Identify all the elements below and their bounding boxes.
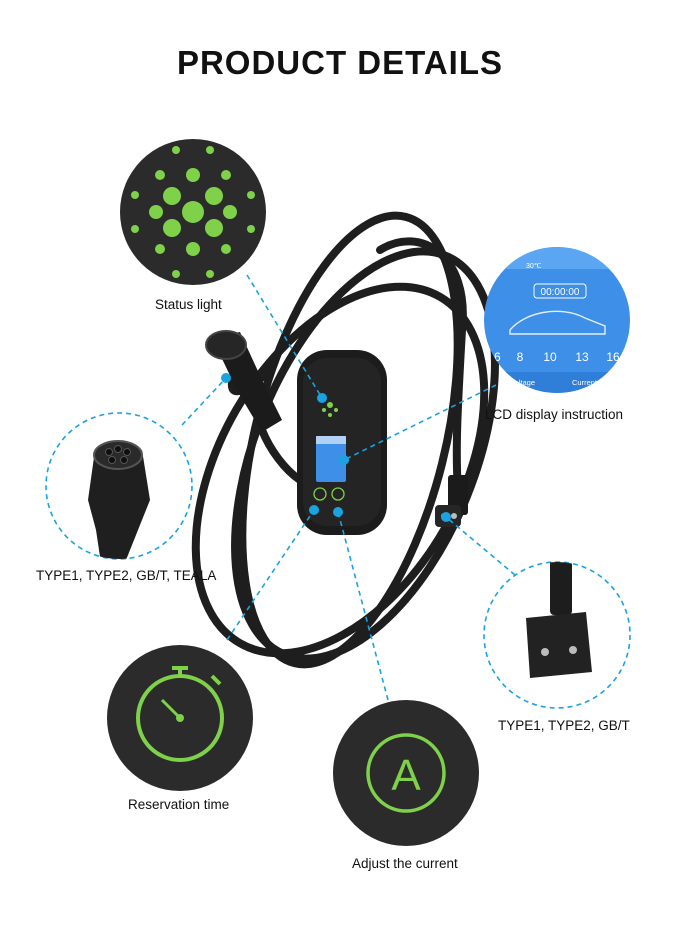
lcd-current-value: 8	[517, 350, 524, 364]
lcd-temperature: 30℃	[526, 263, 542, 270]
vehicle-connector-label: TYPE1, TYPE2, GB/T, TEALA	[36, 568, 217, 583]
lcd-label: LCD display instruction	[485, 407, 624, 422]
lcd-voltage-label: Voltage	[510, 378, 535, 387]
lcd-current-value: 16	[606, 350, 620, 364]
status-light-label: Status light	[155, 297, 222, 312]
lcd-current-value: 6	[494, 350, 501, 364]
stopwatch-icon	[136, 666, 224, 762]
schuko-plug-icon	[526, 562, 592, 678]
adjust-current-callout: A	[333, 700, 479, 846]
lcd-current-value: 13	[575, 350, 589, 364]
status-light-callout	[120, 139, 266, 285]
lcd-current-label: Current	[572, 378, 598, 387]
callout-dots	[221, 373, 451, 522]
status-light-icon	[131, 146, 255, 278]
vehicle-connector-callout	[45, 412, 193, 560]
lcd-callout: 30℃ 00:00:00 6 8 10 13 16 Voltage Curren…	[484, 247, 630, 393]
ampere-letter: A	[391, 751, 421, 800]
vehicle-connector-handle	[205, 330, 303, 484]
reservation-label: Reservation time	[128, 797, 230, 812]
plug-callout	[483, 561, 631, 709]
plug-label: TYPE1, TYPE2, GB/T	[498, 718, 630, 733]
page-title: PRODUCT DETAILS	[176, 44, 504, 81]
lcd-timer: 00:00:00	[541, 287, 580, 298]
reservation-callout	[107, 645, 253, 791]
ampere-icon	[366, 733, 446, 813]
car-icon	[509, 310, 606, 335]
callout-lines	[181, 274, 516, 701]
lcd-current-value: 10	[543, 350, 557, 364]
adjust-current-label: Adjust the current	[352, 856, 458, 871]
connector-icon	[88, 440, 150, 559]
